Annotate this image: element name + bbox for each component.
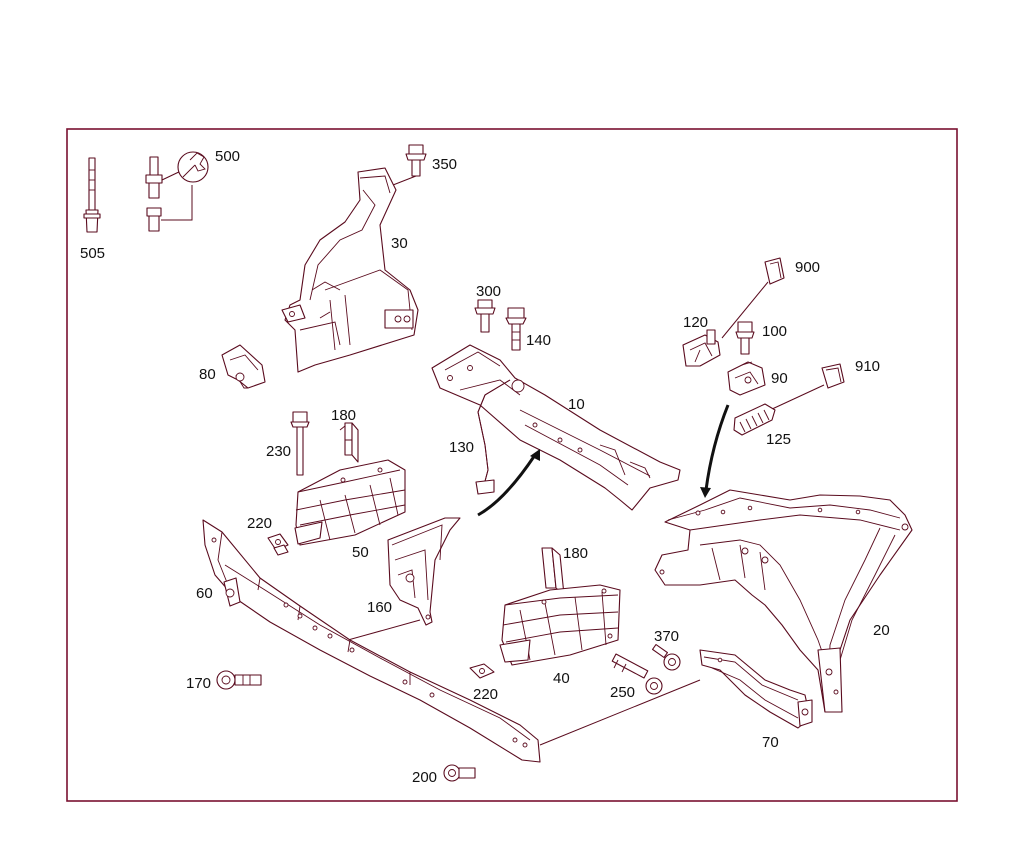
part-40-lower-bracket[interactable] [499, 584, 621, 666]
part-80-clip[interactable] [221, 344, 266, 389]
label-900: 900 [795, 259, 820, 276]
label-80: 80 [199, 366, 216, 383]
part-220-nut-left[interactable] [267, 533, 289, 556]
label-300: 300 [476, 283, 501, 300]
label-910: 910 [855, 358, 880, 375]
part-900-cap[interactable] [721, 257, 785, 339]
label-220-lower: 220 [473, 686, 498, 703]
label-10: 10 [568, 396, 585, 413]
part-140-screw[interactable] [505, 307, 527, 351]
part-130-cable[interactable] [475, 379, 511, 495]
part-180-clip-lower[interactable] [541, 547, 565, 596]
part-10-cross-member[interactable] [431, 344, 681, 511]
part-20-front-structure[interactable] [654, 489, 913, 713]
label-220-left: 220 [247, 515, 272, 532]
label-100: 100 [762, 323, 787, 340]
part-170-bolt[interactable] [216, 670, 262, 690]
label-70: 70 [762, 734, 779, 751]
part-505-bolt[interactable] [83, 157, 101, 233]
label-90: 90 [771, 370, 788, 387]
label-40: 40 [553, 670, 570, 687]
label-180-upper: 180 [331, 407, 356, 424]
part-220-nut-lower[interactable] [469, 663, 495, 679]
label-60: 60 [196, 585, 213, 602]
label-180-lower: 180 [563, 545, 588, 562]
part-70-side-member[interactable] [699, 649, 813, 729]
part-200-bolt[interactable] [443, 764, 476, 782]
label-170: 170 [186, 675, 211, 692]
part-100-bolt[interactable] [735, 321, 755, 355]
part-910-cap[interactable] [769, 363, 845, 411]
label-130: 130 [449, 439, 474, 456]
label-20: 20 [873, 622, 890, 639]
part-300-bolt[interactable] [474, 299, 496, 333]
part-230-long-bolt[interactable] [290, 411, 310, 476]
assembly-arrow-left [477, 449, 540, 517]
label-160: 160 [367, 599, 392, 616]
label-120: 120 [683, 314, 708, 331]
label-30: 30 [391, 235, 408, 252]
part-125-cable-guide[interactable] [733, 403, 776, 436]
part-90-lock[interactable] [727, 361, 766, 396]
label-505: 505 [80, 245, 105, 262]
label-230: 230 [266, 443, 291, 460]
part-120-latch[interactable] [682, 329, 721, 367]
part-60-bumper-beam[interactable] [202, 519, 701, 763]
diagram-border [66, 128, 958, 802]
label-50: 50 [352, 544, 369, 561]
label-140: 140 [526, 332, 551, 349]
part-160-bracket-plate[interactable] [329, 517, 461, 646]
label-125: 125 [766, 431, 791, 448]
part-370-bolt[interactable] [651, 643, 681, 671]
label-350: 350 [432, 156, 457, 173]
part-50-left-bracket[interactable] [294, 459, 406, 546]
part-250-bolt[interactable] [611, 653, 663, 695]
label-500: 500 [215, 148, 240, 165]
part-180-clip-upper[interactable] [339, 422, 359, 463]
label-250: 250 [610, 684, 635, 701]
assembly-arrow-right [700, 404, 730, 498]
part-30-support-bracket[interactable] [281, 167, 419, 373]
wrench-icon [177, 151, 209, 183]
label-370: 370 [654, 628, 679, 645]
label-200: 200 [412, 769, 437, 786]
